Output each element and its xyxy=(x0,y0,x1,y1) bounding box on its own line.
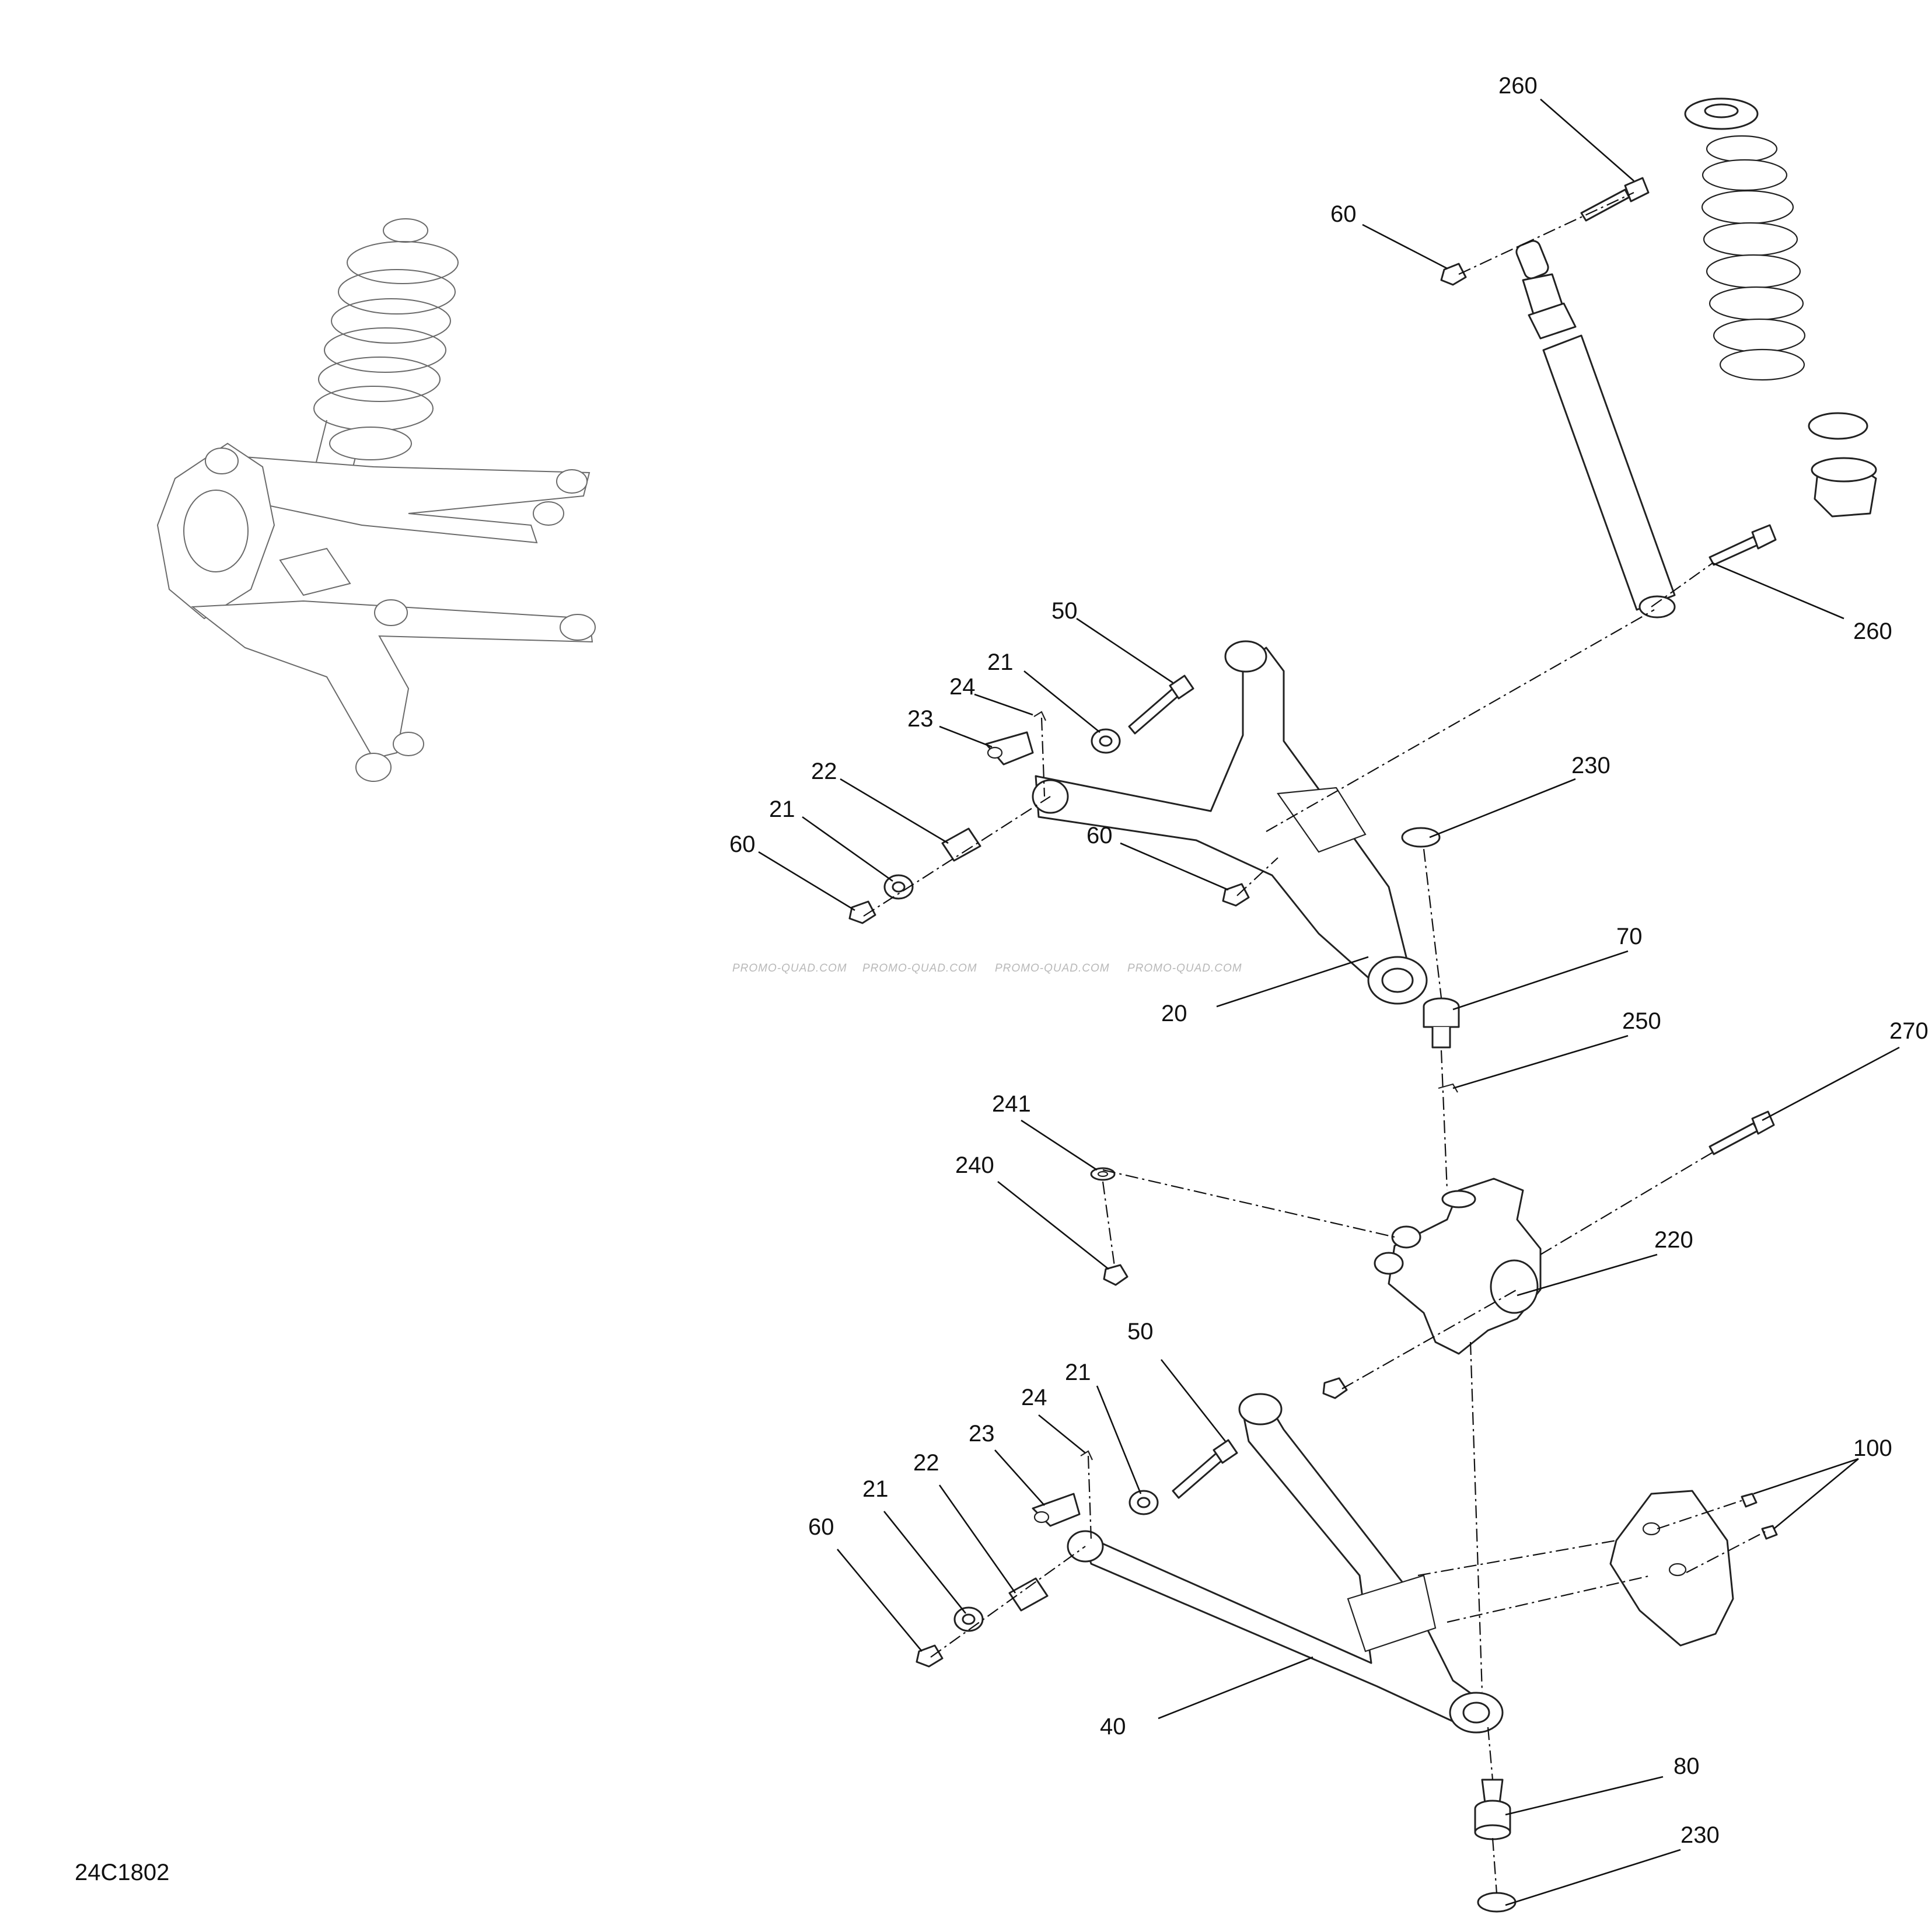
callout-20: 20 xyxy=(1161,1001,1187,1026)
nut-60-upper xyxy=(1440,263,1467,286)
nut-60-upper-arm-b xyxy=(1222,883,1250,907)
watermark: PROMO-QUAD.COM PROMO-QUAD.COM PROMO-QUAD… xyxy=(732,962,1242,974)
callout-60-upper: 60 xyxy=(1330,201,1357,227)
ring-230-upper xyxy=(1401,827,1441,848)
bushing-21-lower-b xyxy=(953,1606,984,1632)
bracket-23-upper xyxy=(985,731,1034,766)
callout-50-lower: 50 xyxy=(1127,1319,1154,1344)
assembly-overview-illustration xyxy=(156,218,596,782)
cotter-pin-250 xyxy=(1438,1083,1458,1093)
bolt-50-lower xyxy=(1172,1439,1238,1499)
callout-22-upper: 22 xyxy=(811,759,837,784)
ring-230-lower xyxy=(1477,1892,1517,1913)
callout-24-lower: 24 xyxy=(1021,1385,1047,1410)
assembly-lines xyxy=(863,192,1766,1894)
callout-230-upper: 230 xyxy=(1571,753,1610,778)
callout-60-upper-arm-a: 60 xyxy=(729,832,756,857)
callout-60-upper-arm-b: 60 xyxy=(1086,823,1113,848)
callout-100: 100 xyxy=(1853,1435,1892,1461)
callout-50-upper: 50 xyxy=(1051,598,1078,624)
screw-100-a xyxy=(1741,1493,1758,1508)
callout-21-upper-b: 21 xyxy=(769,796,795,822)
callout-23-lower: 23 xyxy=(969,1421,995,1447)
screw-100-b xyxy=(1761,1525,1778,1540)
nut-240 xyxy=(1103,1264,1129,1286)
callout-220: 220 xyxy=(1654,1227,1693,1253)
callout-60-lower-arm: 60 xyxy=(808,1514,834,1540)
ball-joint-80-illustration xyxy=(1474,1779,1511,1840)
clip-24-lower xyxy=(1080,1450,1093,1461)
bolt-50-upper xyxy=(1128,675,1194,735)
callout-21-lower-a: 21 xyxy=(1065,1360,1091,1385)
bracket-23-lower xyxy=(1032,1493,1081,1527)
callout-80: 80 xyxy=(1674,1753,1700,1779)
leader-lines xyxy=(758,99,1900,1906)
watermark-text-1: PROMO-QUAD.COM xyxy=(732,962,847,974)
callout-labels: 260 60 260 50 21 24 23 22 21 60 60 230 2… xyxy=(729,73,1928,1848)
watermark-text-2: PROMO-QUAD.COM xyxy=(862,962,977,974)
spring-stack-illustration xyxy=(1684,97,1877,518)
callout-250: 250 xyxy=(1622,1008,1661,1034)
nut-60-upper-arm-a xyxy=(848,900,876,924)
callout-270: 270 xyxy=(1889,1018,1928,1044)
upper-a-arm-illustration xyxy=(1032,640,1428,1005)
callout-21-upper-a: 21 xyxy=(987,649,1014,675)
bolt-260-upper xyxy=(1580,177,1650,222)
callout-24-upper: 24 xyxy=(949,674,976,700)
lower-a-arm-illustration xyxy=(1067,1393,1504,1734)
watermark-text-3: PROMO-QUAD.COM xyxy=(995,962,1110,974)
callout-260-upper: 260 xyxy=(1498,73,1538,99)
watermark-text-4: PROMO-QUAD.COM xyxy=(1127,962,1242,974)
sleeve-22-lower xyxy=(1008,1577,1049,1612)
nut-60-lower-arm xyxy=(916,1644,944,1668)
clip-24-upper xyxy=(1033,711,1046,721)
callout-240: 240 xyxy=(955,1152,994,1178)
nut-knuckle xyxy=(1322,1377,1348,1399)
callout-22-lower: 22 xyxy=(913,1450,939,1476)
shock-absorber-illustration xyxy=(1515,240,1676,619)
callout-21-lower-b: 21 xyxy=(862,1476,889,1502)
ball-joint-70-illustration xyxy=(1423,997,1460,1049)
callout-241: 241 xyxy=(992,1091,1031,1117)
bolt-260-lower xyxy=(1709,524,1777,566)
knuckle-220-illustration xyxy=(1374,1178,1542,1355)
callout-230-lower: 230 xyxy=(1681,1822,1720,1848)
callout-23-upper: 23 xyxy=(907,706,934,732)
diagram-reference-code: 24C1802 xyxy=(75,1860,169,1885)
callout-70: 70 xyxy=(1616,924,1643,949)
callout-40: 40 xyxy=(1100,1714,1126,1739)
bushing-21-lower-a xyxy=(1129,1490,1159,1515)
bolt-270 xyxy=(1709,1110,1775,1155)
callout-260-lower: 260 xyxy=(1853,619,1892,644)
bushing-21-upper-a xyxy=(1091,728,1121,754)
sleeve-22-upper xyxy=(941,827,981,862)
skid-plate-100-illustration xyxy=(1609,1490,1734,1647)
